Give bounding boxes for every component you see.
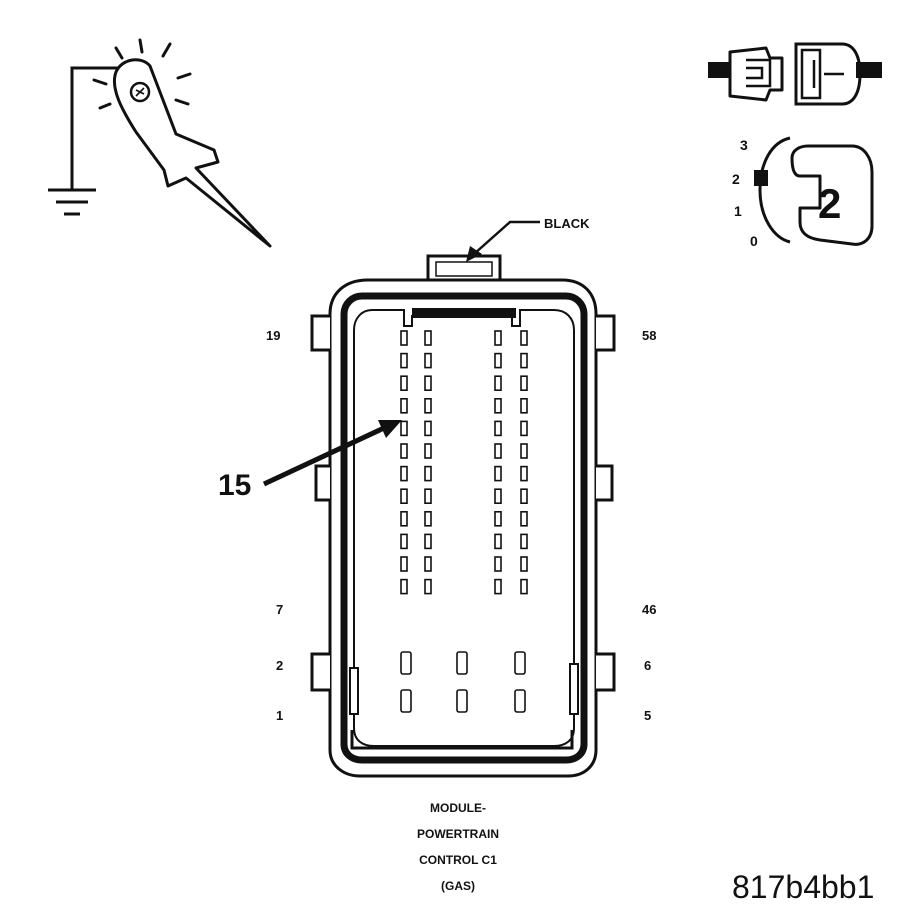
pin-cavity	[520, 330, 528, 346]
pin-cavity	[400, 330, 408, 346]
callout-pin-number: 15	[218, 469, 251, 502]
ignition-position-3: 3	[740, 137, 748, 153]
power-pin-cavity	[400, 651, 412, 675]
pin-cavity	[520, 397, 528, 414]
pin-cavity	[424, 465, 432, 482]
pin-cavity	[424, 533, 432, 550]
pin-cavity	[520, 465, 528, 482]
disconnected-connector-icon	[708, 42, 882, 106]
pin-label-6: 6	[644, 658, 651, 673]
pin-cavity	[400, 375, 408, 392]
pin-cavity	[494, 556, 502, 572]
power-pin-cavity	[514, 689, 526, 713]
connector-color-label: BLACK	[544, 216, 590, 231]
caption-line-3: CONTROL C1	[419, 853, 497, 867]
pin-label-58: 58	[642, 328, 656, 343]
pin-cavity	[494, 397, 502, 414]
ignition-position-0: 0	[750, 233, 758, 249]
pin-cavity	[400, 556, 408, 572]
pin-cavity	[424, 420, 432, 437]
pin-cavity	[400, 443, 408, 459]
pin-cavity	[424, 397, 432, 414]
pin-cavity	[494, 375, 502, 392]
figure-id: 817b4bb1	[732, 869, 874, 905]
pin-cavity	[400, 510, 408, 527]
pin-cavity	[424, 443, 432, 459]
pin-cavity	[424, 510, 432, 527]
pin-cavity	[494, 352, 502, 369]
pin-callout-arrow	[262, 420, 402, 487]
pin-cavity	[400, 488, 408, 505]
ground-symbol-icon	[48, 188, 96, 216]
pin-cavity	[520, 488, 528, 505]
pin-label-1: 1	[276, 708, 283, 723]
pin-cavity	[424, 330, 432, 346]
pin-cavity	[520, 420, 528, 437]
pin-cavity	[400, 420, 408, 437]
pin-cavity	[520, 443, 528, 459]
pin-label-19: 19	[266, 328, 280, 343]
ignition-key-icon: 2 3 2 1 0	[732, 136, 874, 249]
caption-line-4: (GAS)	[441, 879, 475, 893]
pin-cavity	[520, 352, 528, 369]
pin-cavity	[494, 533, 502, 550]
pin-cavity	[494, 420, 502, 437]
pin-cavity	[424, 375, 432, 392]
ignition-position-1: 1	[734, 203, 742, 219]
caption-line-2: POWERTRAIN	[417, 827, 499, 841]
pin-cavity	[400, 397, 408, 414]
color-leader-arrow	[466, 220, 540, 262]
pin-cavity	[400, 533, 408, 550]
ignition-position-2: 2	[732, 171, 740, 187]
ignition-selected-label: 2	[818, 180, 841, 227]
pin-cavity	[400, 352, 408, 369]
pin-cavity	[424, 578, 432, 595]
pin-cavity	[424, 488, 432, 505]
pin-cavity	[424, 556, 432, 572]
pin-cavity	[520, 533, 528, 550]
pin-label-2: 2	[276, 658, 283, 673]
pin-cavity	[494, 465, 502, 482]
power-pin-cavity	[400, 689, 412, 713]
pin-cavity	[494, 578, 502, 595]
pin-label-7: 7	[276, 602, 283, 617]
pin-cavity	[400, 578, 408, 595]
pin-cavity	[400, 465, 408, 482]
pin-cavity	[520, 556, 528, 572]
pin-cavity	[494, 330, 502, 346]
power-pin-cavity	[456, 651, 468, 675]
pin-cavity	[520, 375, 528, 392]
pin-label-5: 5	[644, 708, 651, 723]
large-pin-array	[400, 651, 526, 713]
caption-line-1: MODULE-	[430, 801, 486, 815]
pin-cavity	[494, 488, 502, 505]
pin-cavity	[520, 510, 528, 527]
pin-cavity	[520, 578, 528, 595]
pin-label-46: 46	[642, 602, 656, 617]
test-light-probe-icon	[48, 38, 272, 248]
power-pin-cavity	[514, 651, 526, 675]
pin-cavity	[494, 443, 502, 459]
pin-cavity	[494, 510, 502, 527]
small-pin-array	[400, 330, 528, 595]
pin-cavity	[424, 352, 432, 369]
power-pin-cavity	[456, 689, 468, 713]
